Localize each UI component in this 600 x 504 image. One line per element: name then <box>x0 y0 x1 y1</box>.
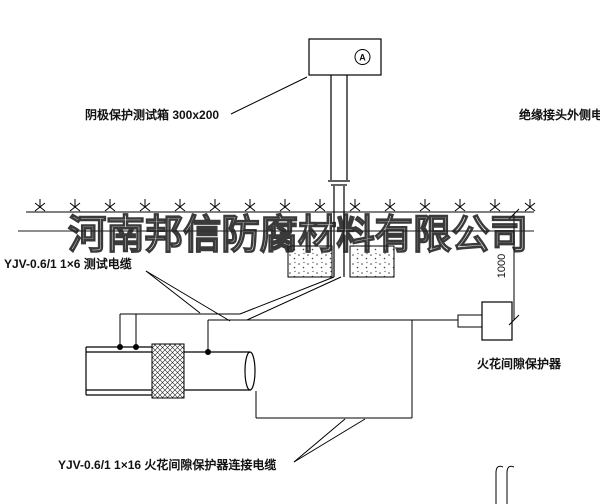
pipeline <box>85 343 256 399</box>
test-cable-label: YJV-0.6/1 1×6 测试电缆 <box>4 256 132 271</box>
pipe-end <box>244 351 256 391</box>
cable-terminal <box>205 349 211 355</box>
watermark-text: 河南邦信防腐材料有限公司 <box>68 213 528 257</box>
ammeter-letter: A <box>359 52 366 62</box>
watermark: 河南邦信防腐材料有限公司 <box>18 212 534 258</box>
cable-runs <box>119 276 458 419</box>
dimension-1000: 1000 <box>496 208 520 326</box>
insulation-joint-cable-label: 绝缘接头外侧电缆 <box>519 107 600 122</box>
spark-gap-protector-label: 火花间隙保护器 <box>477 356 562 371</box>
spark-gap-protector <box>457 301 513 341</box>
spark-gap-cable-label: YJV-0.6/1 1×16 火花间隙保护器连接电缆 <box>58 457 276 472</box>
test-box-label: 阴极保护测试箱 300x200 <box>85 107 219 122</box>
dimension-text: 1000 <box>496 254 508 278</box>
test-box: A <box>308 38 382 76</box>
cable-terminal <box>117 344 123 350</box>
cable-terminal <box>133 344 139 350</box>
pipe-break-symbol <box>495 465 515 504</box>
ground-line <box>26 198 536 213</box>
ammeter-icon <box>354 49 371 65</box>
leader-lines <box>145 76 366 463</box>
insulating-flange <box>151 343 185 399</box>
concrete-blocks <box>287 245 395 278</box>
